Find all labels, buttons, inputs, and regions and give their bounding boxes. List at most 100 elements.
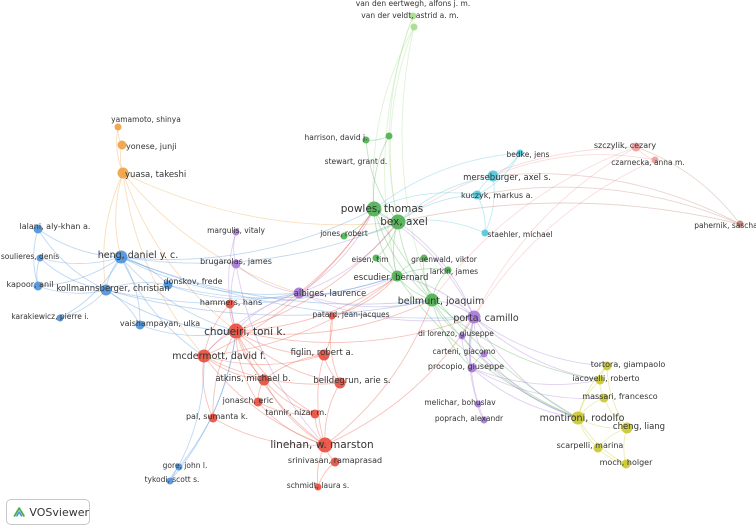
node-label-tan[interactable]: tannir, nizar m. <box>265 408 326 417</box>
node-label-por[interactable]: porta, camillo <box>453 313 519 324</box>
node-tor[interactable] <box>602 361 612 371</box>
node-pat[interactable] <box>328 312 336 320</box>
node-label-mer[interactable]: merseburger, axel s. <box>463 173 551 183</box>
node-por[interactable] <box>467 310 481 324</box>
node-ste[interactable] <box>385 132 393 140</box>
node-label-sou[interactable]: soulieres, denis <box>1 252 59 261</box>
node-eis[interactable] <box>372 254 380 262</box>
node-don[interactable] <box>163 280 173 290</box>
node-label-pah[interactable]: pahernik, sascha <box>694 221 756 230</box>
node-label-kap[interactable]: kapoor, anil <box>6 280 53 289</box>
node-bel[interactable] <box>425 293 439 307</box>
node-label-sta[interactable]: staehler, michael <box>488 230 553 239</box>
node-sch[interactable] <box>314 483 322 491</box>
node-sta[interactable] <box>481 229 489 237</box>
node-ham[interactable] <box>225 299 235 309</box>
node-label-mar[interactable]: margulis, vitaly <box>207 226 265 235</box>
node-che[interactable] <box>621 422 633 434</box>
node-bex[interactable] <box>390 214 406 230</box>
node-cza[interactable] <box>651 156 659 164</box>
node-label-ham[interactable]: hammers, hans <box>200 298 262 307</box>
node-label-don[interactable]: donskov, frede <box>163 277 222 286</box>
node-lar[interactable] <box>444 266 452 274</box>
node-label-bel[interactable]: bellmunt, joaquim <box>398 296 484 307</box>
node-gor[interactable] <box>175 463 183 471</box>
node-bed[interactable] <box>516 149 524 157</box>
node-label-mcd[interactable]: mcdermott, david f. <box>172 351 265 362</box>
node-label-dil[interactable]: di lorenzo, giuseppe <box>418 329 494 338</box>
node-label-cho[interactable]: choueiri, toni k. <box>204 326 286 338</box>
node-yon[interactable] <box>117 140 127 150</box>
node-label-kol[interactable]: kollmannsberger, christian <box>56 284 169 294</box>
node-label-moc[interactable]: moch, holger <box>600 458 653 467</box>
node-label-tyk[interactable]: tykodi, scott s. <box>145 475 200 484</box>
node-vde[interactable] <box>409 12 417 20</box>
node-label-lin[interactable]: linehan, w. marston <box>270 439 373 451</box>
node-label-yam[interactable]: yamamoto, shinya <box>111 115 181 124</box>
node-label-car[interactable]: carteni, giacomo <box>432 347 495 356</box>
node-label-vde[interactable]: van den eertwegh, alfons j. m. <box>356 0 470 8</box>
node-label-sch[interactable]: schmidt, laura s. <box>287 481 349 490</box>
node-kar[interactable] <box>56 314 64 322</box>
node-label-pop[interactable]: poprach, alexandr <box>435 414 504 423</box>
node-kol[interactable] <box>100 284 112 296</box>
node-label-pal[interactable]: pal, sumanta k. <box>186 412 248 421</box>
node-sou[interactable] <box>36 254 44 262</box>
node-label-mas[interactable]: massari, francesco <box>582 392 657 401</box>
node-label-vdv[interactable]: van der veldt, astrid a. m. <box>361 11 458 20</box>
node-label-har[interactable]: harrison, david j. <box>305 133 368 142</box>
node-label-fig[interactable]: figlin, robert a. <box>291 348 354 358</box>
node-kuc[interactable] <box>472 190 482 200</box>
node-label-mel[interactable]: melichar, bohuslav <box>424 398 496 407</box>
node-label-yon[interactable]: yonese, junji <box>126 142 177 151</box>
node-jon[interactable] <box>340 232 348 240</box>
node-pop[interactable] <box>480 416 488 424</box>
node-vai[interactable] <box>135 320 145 330</box>
node-label-mon[interactable]: montironi, rodolfo <box>540 413 625 424</box>
node-atk[interactable] <box>258 374 270 386</box>
node-cho[interactable] <box>228 323 244 339</box>
node-mar[interactable] <box>232 228 240 236</box>
node-yam[interactable] <box>114 123 122 131</box>
node-label-jns[interactable]: jonasch, eric <box>222 396 274 405</box>
node-gru[interactable] <box>420 254 428 262</box>
node-label-lal[interactable]: lalani, aly-khan a. <box>20 222 91 231</box>
node-label-cza[interactable]: czarnecka, anna m. <box>611 158 684 167</box>
node-label-che[interactable]: cheng, liang <box>613 422 665 432</box>
node-mas[interactable] <box>599 393 609 403</box>
node-label-kuc[interactable]: kuczyk, markus a. <box>461 191 533 200</box>
node-kap[interactable] <box>33 281 43 291</box>
node-label-sri[interactable]: srinivasan, ramaprasad <box>288 456 382 465</box>
node-label-sca[interactable]: scarpelli, marina <box>557 441 624 450</box>
node-bru[interactable] <box>231 259 241 269</box>
node-label-szc[interactable]: szczylik, cezary <box>594 141 657 150</box>
node-esc[interactable] <box>391 270 403 282</box>
node-label-atk[interactable]: atkins, michael b. <box>215 374 290 384</box>
node-szc[interactable] <box>631 142 641 152</box>
node-alb[interactable] <box>293 287 305 299</box>
node-label-pat[interactable]: patard, jean-jacques <box>313 310 390 319</box>
node-label-ste[interactable]: stewart, grant d. <box>325 157 388 166</box>
node-label-alb[interactable]: albiges, laurence <box>294 289 367 299</box>
node-label-tor[interactable]: tortora, giampaolo <box>591 360 666 369</box>
node-label-eis[interactable]: eisen, tim <box>351 255 388 264</box>
node-tan[interactable] <box>310 409 320 419</box>
node-moc[interactable] <box>621 459 631 469</box>
node-iac[interactable] <box>595 375 605 385</box>
node-sri[interactable] <box>330 457 340 467</box>
node-car[interactable] <box>480 350 488 358</box>
node-har[interactable] <box>362 136 370 144</box>
node-vdv[interactable] <box>410 23 418 31</box>
node-label-pow[interactable]: powles, thomas <box>341 203 424 215</box>
node-label-iac[interactable]: iacovelli, roberto <box>572 374 639 383</box>
node-sca[interactable] <box>593 443 603 453</box>
node-pow[interactable] <box>366 201 382 217</box>
node-label-yua[interactable]: yuasa, takeshi <box>125 170 186 180</box>
node-mel[interactable] <box>474 400 482 408</box>
node-label-pro[interactable]: procopio, giuseppe <box>428 362 504 371</box>
node-label-lar[interactable]: larkin, james <box>430 267 478 276</box>
node-hen[interactable] <box>114 250 128 264</box>
node-label-gor[interactable]: gore, john l. <box>163 461 208 470</box>
node-label-esc[interactable]: escudier, bernard <box>354 273 429 283</box>
node-pah[interactable] <box>736 220 744 228</box>
